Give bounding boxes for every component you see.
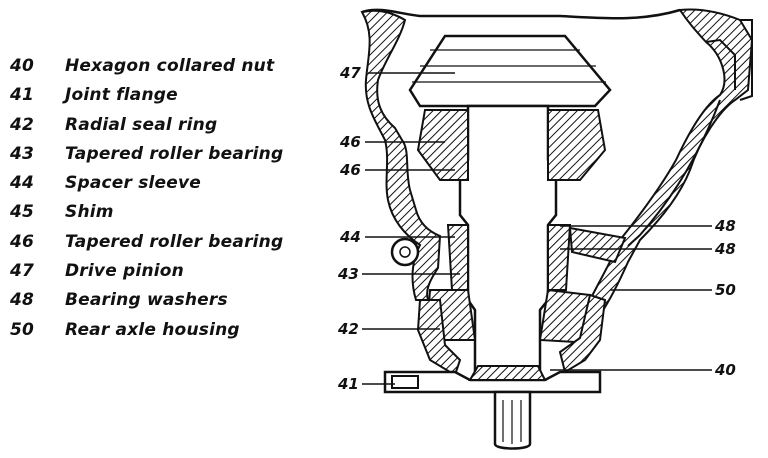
legend-item-50: 50 Rear axle housing xyxy=(8,320,308,349)
bearing-washers xyxy=(568,226,627,264)
collared-nut xyxy=(468,365,547,381)
parts-legend: 40 Hexagon collared nut 41 Joint flange … xyxy=(8,56,308,349)
legend-number: 44 xyxy=(10,173,35,194)
callout-46-lower: 46 xyxy=(339,161,361,179)
callout-43: 43 xyxy=(337,265,359,283)
joint-flange-bolt xyxy=(391,375,419,389)
housing-top-edge xyxy=(361,8,681,20)
legend-number: 50 xyxy=(10,319,35,340)
lower-housing-right xyxy=(558,293,607,374)
legend-label: Rear axle housing xyxy=(65,319,240,340)
legend-number: 43 xyxy=(10,143,35,164)
legend-item-40: 40 Hexagon collared nut xyxy=(8,56,308,85)
housing-flange-outline xyxy=(705,19,753,101)
radial-seal-ring xyxy=(416,299,462,377)
housing-inner-rib xyxy=(627,99,721,247)
breather-plug-center xyxy=(399,246,411,258)
legend-item-48: 48 Bearing washers xyxy=(8,290,308,319)
legend-number: 48 xyxy=(10,290,35,311)
legend-label: Spacer sleeve xyxy=(65,173,202,194)
callout-46-upper: 46 xyxy=(339,133,361,151)
legend-item-44: 44 Spacer sleeve xyxy=(8,173,308,202)
legend-label: Drive pinion xyxy=(65,261,184,282)
drive-pinion-head xyxy=(408,34,612,108)
legend-label: Joint flange xyxy=(65,85,178,106)
callout-41: 41 xyxy=(337,375,359,393)
housing-right-wall xyxy=(583,8,754,322)
legend-item-42: 42 Radial seal ring xyxy=(8,115,308,144)
callout-50: 50 xyxy=(715,281,736,299)
legend-number: 41 xyxy=(10,85,35,106)
legend-number: 45 xyxy=(10,202,35,223)
legend-item-45: 45 Shim xyxy=(8,202,308,231)
legend-item-47: 47 Drive pinion xyxy=(8,261,308,290)
legend-number: 42 xyxy=(10,114,35,135)
output-stub-splines xyxy=(502,400,522,444)
drive-pinion-teeth xyxy=(412,49,606,83)
callout-48-lower: 48 xyxy=(714,240,736,258)
legend-label: Radial seal ring xyxy=(65,114,218,135)
legend-label: Hexagon collared nut xyxy=(65,56,275,76)
legend-label: Bearing washers xyxy=(65,290,228,311)
callout-40: 40 xyxy=(714,361,736,379)
spacer-sleeve-left xyxy=(446,224,469,291)
joint-flange xyxy=(383,370,602,394)
callout-48-upper: 48 xyxy=(714,217,736,235)
legend-label: Tapered roller bearing xyxy=(65,143,284,164)
callout-47: 47 xyxy=(339,64,361,82)
legend-number: 40 xyxy=(10,56,35,76)
housing-left-wall xyxy=(360,9,442,301)
callout-42: 42 xyxy=(337,320,359,338)
leader-lines xyxy=(362,72,712,385)
legend-label: Shim xyxy=(65,202,114,223)
upper-bearing-left xyxy=(416,109,469,181)
upper-bearing-right xyxy=(547,109,607,181)
legend-number: 47 xyxy=(10,261,35,282)
legend-number: 46 xyxy=(10,231,35,252)
legend-label: Tapered roller bearing xyxy=(65,231,284,252)
legend-item-41: 41 Joint flange xyxy=(8,85,308,114)
legend-item-46: 46 Tapered roller bearing xyxy=(8,232,308,261)
legend-item-43: 43 Tapered roller bearing xyxy=(8,144,308,173)
callout-44: 44 xyxy=(339,228,361,246)
spacer-sleeve-right xyxy=(547,224,572,291)
